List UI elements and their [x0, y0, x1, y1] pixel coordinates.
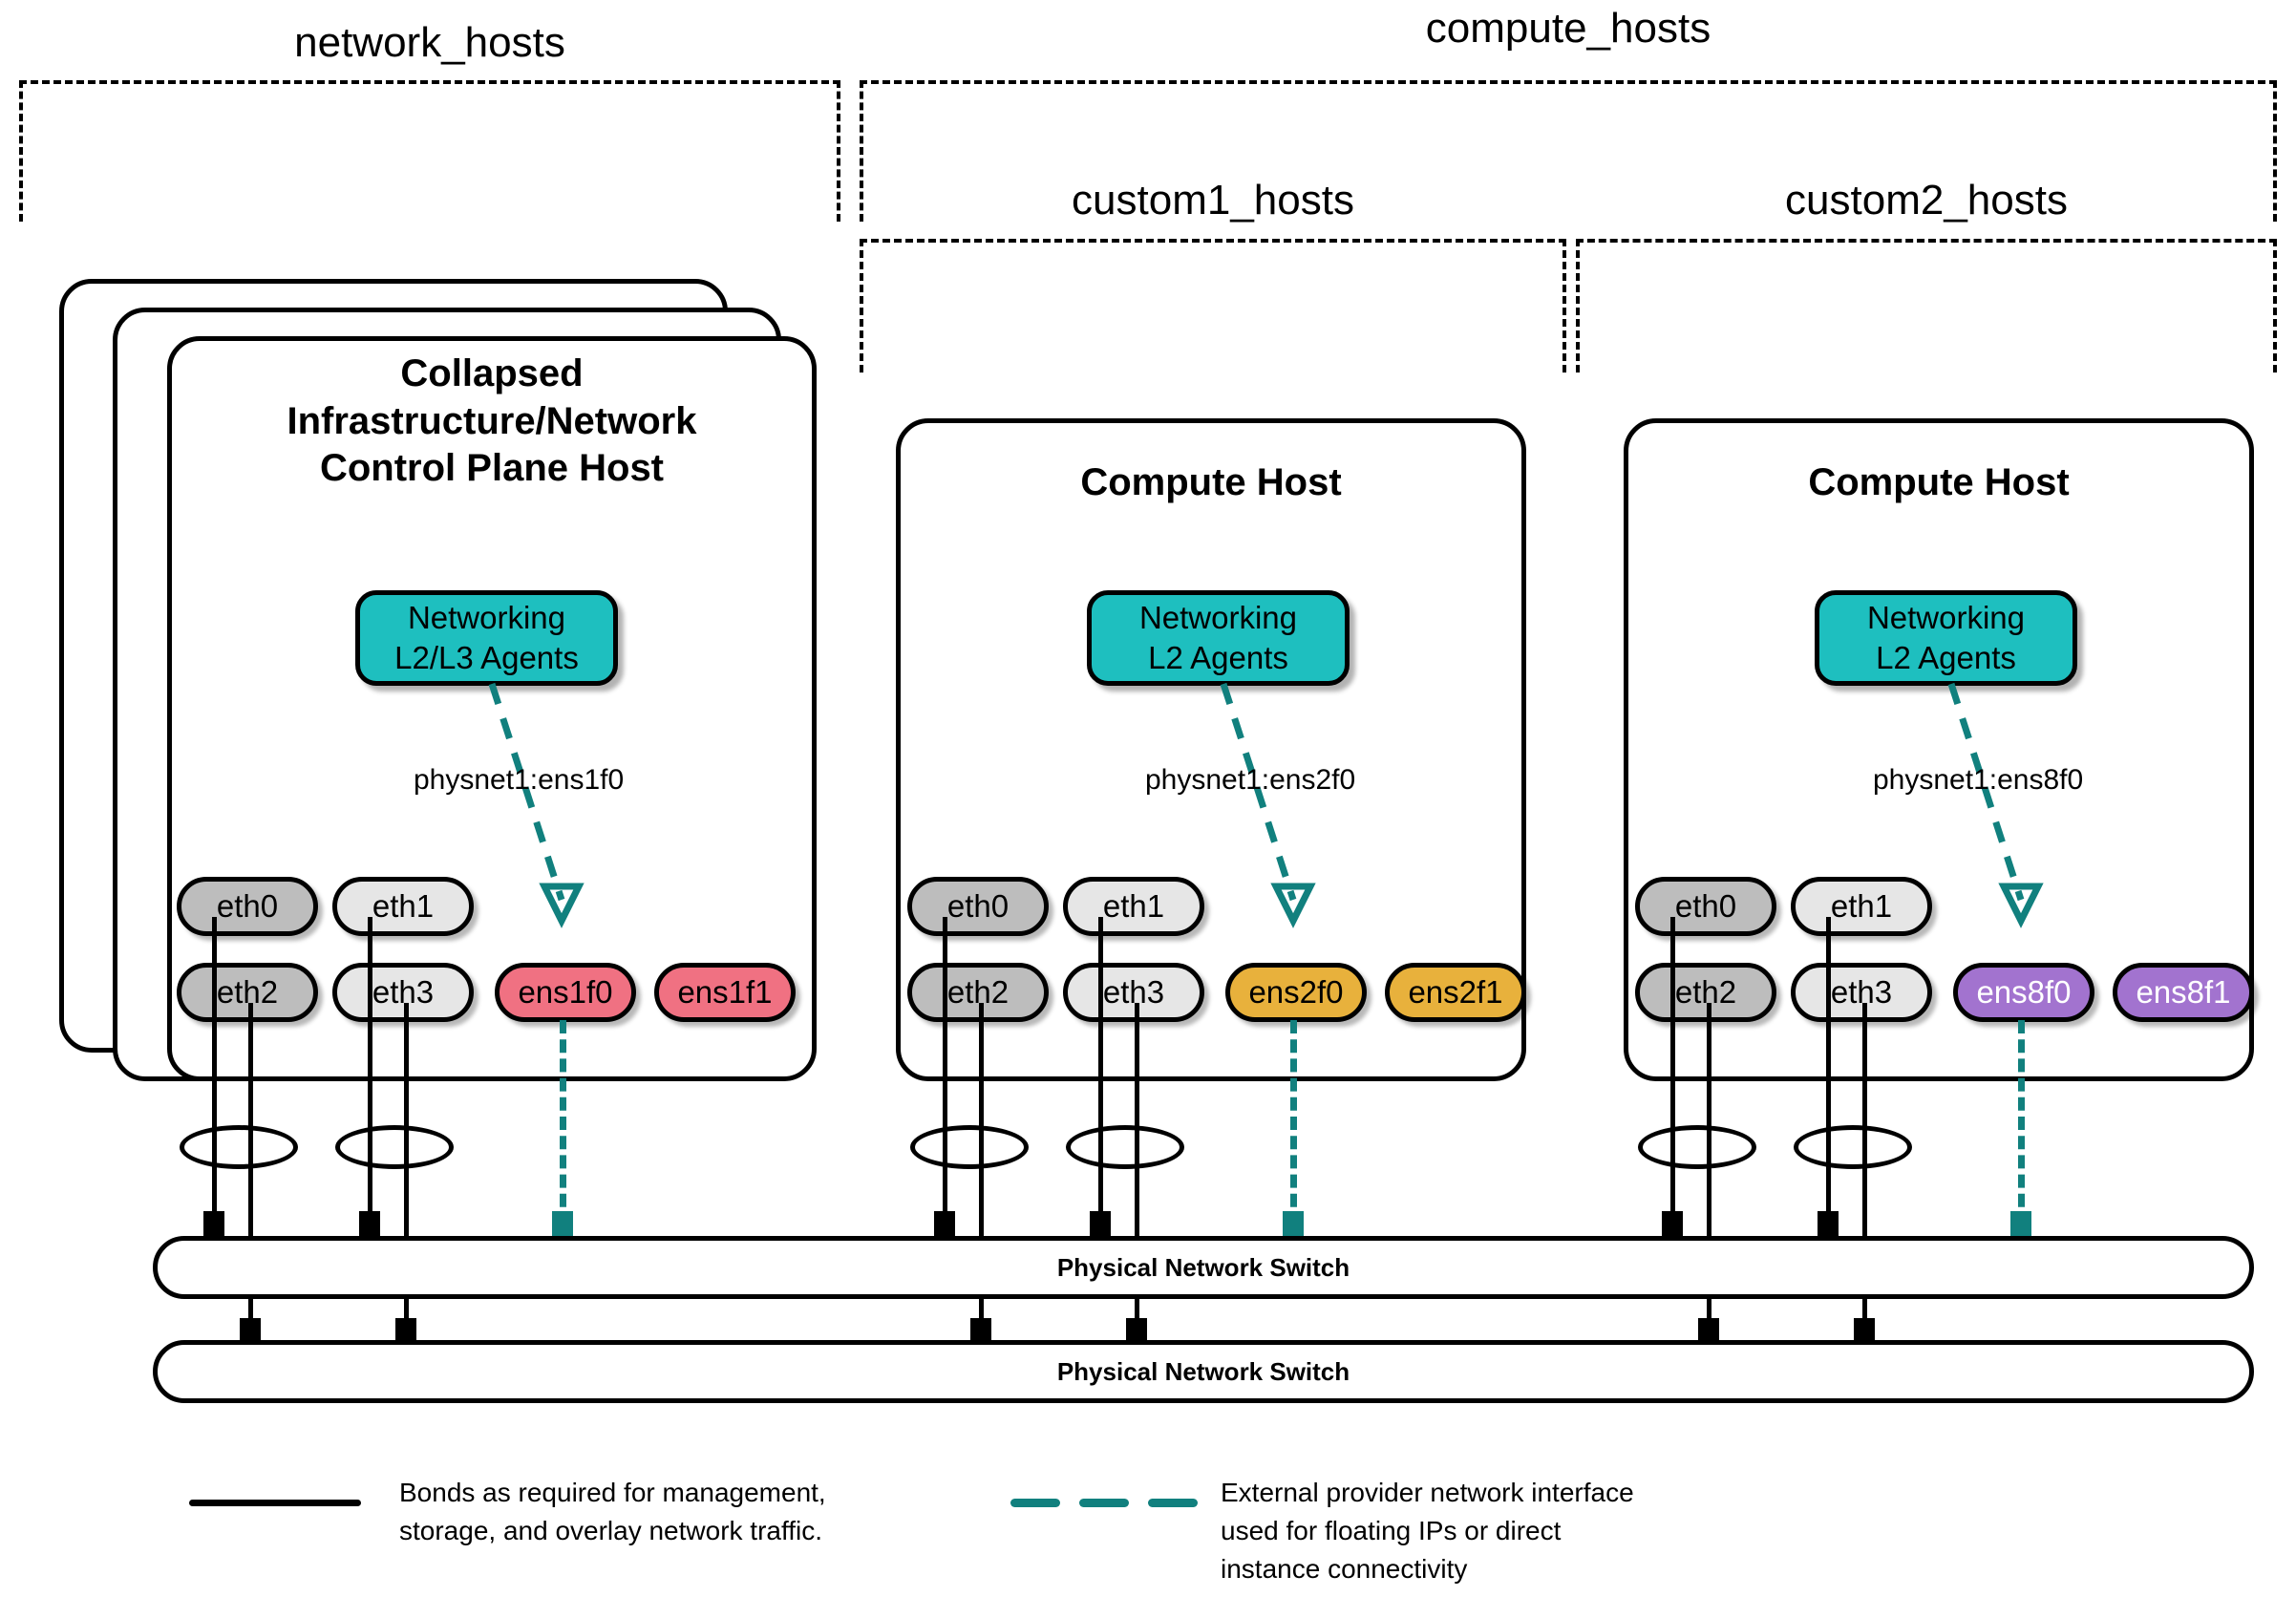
- provider-cable-compute2: [2018, 1020, 2025, 1226]
- group-label-compute-hosts: compute_hosts: [1425, 5, 1711, 52]
- bond-ellipse-controller-1: [180, 1125, 298, 1169]
- nic-ens2f1-compute1[interactable]: ens2f1: [1385, 963, 1526, 1022]
- switch-bottom[interactable]: Physical Network Switch: [153, 1340, 2254, 1403]
- host-title-controller: Collapsed Infrastructure/Network Control…: [287, 352, 697, 490]
- provider-link-compute2: [1947, 682, 2044, 928]
- plug-eth3-compute1: [1126, 1318, 1147, 1343]
- cable-eth1-controller: [368, 917, 372, 1232]
- group-box-compute-hosts: [860, 80, 2277, 222]
- legend-swatch-bond: [189, 1500, 361, 1506]
- agent-pill-compute1[interactable]: Networking L2 Agents: [1087, 590, 1350, 686]
- cable-eth1-compute1: [1098, 917, 1103, 1232]
- legend-swatch-provider-3: [1148, 1499, 1198, 1507]
- agent-pill-compute2[interactable]: Networking L2 Agents: [1815, 590, 2077, 686]
- group-label-custom1-hosts: custom1_hosts: [1072, 177, 1354, 224]
- plug-eth1-compute2: [1818, 1211, 1839, 1236]
- nic-ens2f0-compute1[interactable]: ens2f0: [1225, 963, 1367, 1022]
- bond-ellipse-compute2-2: [1794, 1125, 1912, 1169]
- nic-eth1-compute2[interactable]: eth1: [1791, 877, 1932, 936]
- bond-ellipse-compute2-1: [1638, 1125, 1756, 1169]
- nic-eth0-compute2[interactable]: eth0: [1635, 877, 1776, 936]
- legend-swatch-provider-1: [1010, 1499, 1060, 1507]
- plug-eth2-controller: [240, 1318, 261, 1343]
- provider-link-controller: [488, 682, 585, 928]
- plug-eth2-compute2: [1698, 1318, 1719, 1343]
- provider-cable-compute1: [1290, 1020, 1297, 1226]
- switch-top[interactable]: Physical Network Switch: [153, 1236, 2254, 1299]
- group-label-custom2-hosts: custom2_hosts: [1785, 177, 2068, 224]
- bond-ellipse-controller-2: [335, 1125, 454, 1169]
- nic-eth1-controller[interactable]: eth1: [332, 877, 474, 936]
- nic-ens1f0-controller[interactable]: ens1f0: [495, 963, 636, 1022]
- bond-ellipse-compute1-2: [1066, 1125, 1184, 1169]
- plug-eth1-controller: [359, 1211, 380, 1236]
- nic-eth2-controller[interactable]: eth2: [177, 963, 318, 1022]
- cable-eth1-compute2: [1826, 917, 1831, 1232]
- agent-pill-controller[interactable]: Networking L2/L3 Agents: [355, 590, 618, 686]
- group-box-custom1-hosts: [860, 239, 1566, 373]
- host-title-compute1: Compute Host: [1080, 461, 1342, 503]
- nic-eth2-compute1[interactable]: eth2: [907, 963, 1049, 1022]
- nic-ens1f1-controller[interactable]: ens1f1: [654, 963, 796, 1022]
- nic-eth0-compute1[interactable]: eth0: [907, 877, 1049, 936]
- group-box-network-hosts: [19, 80, 840, 222]
- nic-ens8f0-compute2[interactable]: ens8f0: [1953, 963, 2094, 1022]
- physnet-label-compute1: physnet1:ens2f0: [1145, 764, 1356, 796]
- nic-eth1-compute1[interactable]: eth1: [1063, 877, 1204, 936]
- legend-swatch-provider-2: [1079, 1499, 1129, 1507]
- provider-cable-controller: [560, 1020, 566, 1226]
- cable-eth0-compute2: [1670, 917, 1675, 1232]
- plug-provider-controller: [552, 1211, 573, 1236]
- plug-provider-compute2: [2010, 1211, 2031, 1236]
- group-box-custom2-hosts: [1576, 239, 2277, 373]
- legend-text-provider: External provider network interface used…: [1221, 1478, 1634, 1584]
- plug-eth2-compute1: [970, 1318, 991, 1343]
- nic-eth3-compute1[interactable]: eth3: [1063, 963, 1204, 1022]
- nic-eth0-controller[interactable]: eth0: [177, 877, 318, 936]
- host-title-compute2: Compute Host: [1808, 461, 2070, 503]
- physnet-label-controller: physnet1:ens1f0: [414, 764, 625, 796]
- plug-eth3-compute2: [1854, 1318, 1875, 1343]
- nic-eth3-compute2[interactable]: eth3: [1791, 963, 1932, 1022]
- provider-link-compute1: [1220, 682, 1316, 928]
- plug-eth0-compute1: [934, 1211, 955, 1236]
- bond-ellipse-compute1-1: [910, 1125, 1029, 1169]
- physnet-label-compute2: physnet1:ens8f0: [1873, 764, 2084, 796]
- plug-provider-compute1: [1283, 1211, 1304, 1236]
- nic-ens8f1-compute2[interactable]: ens8f1: [2113, 963, 2254, 1022]
- cable-eth0-compute1: [943, 917, 947, 1232]
- plug-eth3-controller: [395, 1318, 416, 1343]
- group-label-network-hosts: network_hosts: [294, 19, 565, 66]
- legend-text-bond: Bonds as required for management, storag…: [399, 1478, 826, 1545]
- plug-eth0-compute2: [1662, 1211, 1683, 1236]
- cable-eth0-controller: [212, 917, 217, 1232]
- host-card-controller[interactable]: Collapsed Infrastructure/Network Control…: [167, 336, 817, 1081]
- plug-eth1-compute1: [1090, 1211, 1111, 1236]
- nic-eth2-compute2[interactable]: eth2: [1635, 963, 1776, 1022]
- plug-eth0-controller: [203, 1211, 224, 1236]
- nic-eth3-controller[interactable]: eth3: [332, 963, 474, 1022]
